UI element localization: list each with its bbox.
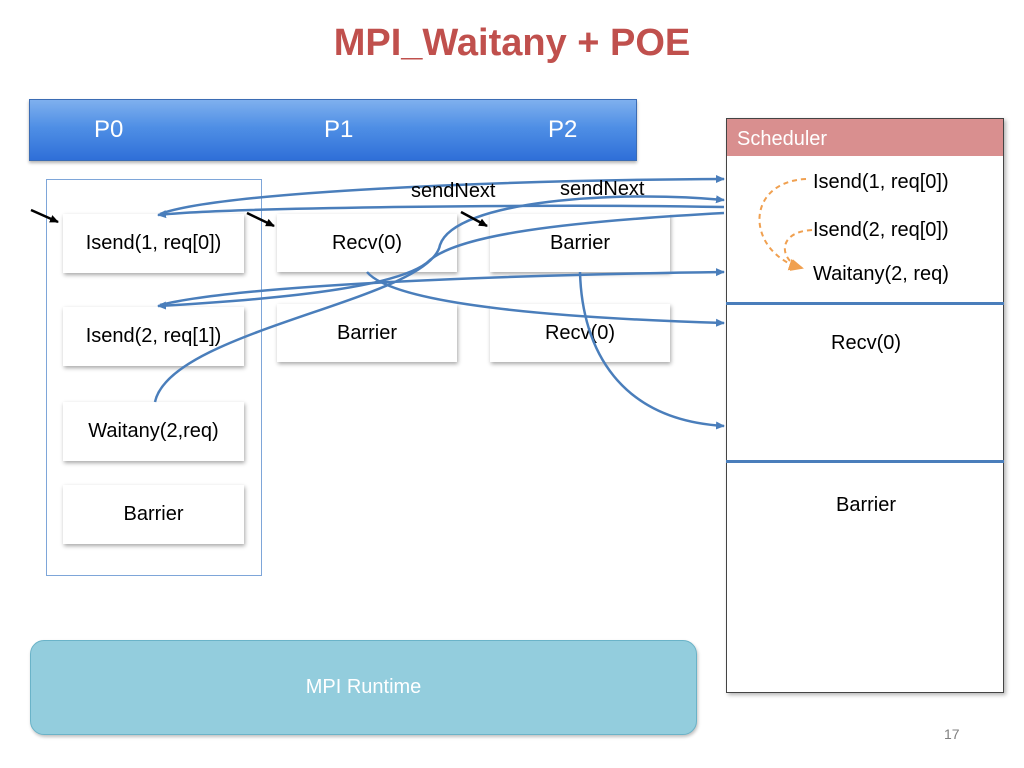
sched-isend-2: Isend(2, req[0])	[813, 219, 949, 241]
sched-barrier: Barrier	[836, 494, 897, 516]
slide-title: MPI_Waitany + POE	[333, 22, 691, 64]
pointer-arrow-p1	[246, 211, 275, 228]
pointer-arrow-p0	[30, 208, 59, 224]
arrow-p2barrier-to-scheduler	[578, 271, 725, 430]
process-bar: P0 P1 P2	[29, 99, 637, 161]
p0-op-isend-1: Isend(1, req[0])	[63, 214, 244, 273]
arrow-waitany-to-scheduler	[153, 195, 725, 403]
orange-arrow-inner	[783, 229, 813, 271]
send-next-label-1: sendNext	[411, 180, 496, 202]
process-label-p2: P2	[548, 116, 578, 143]
scheduler-divider	[726, 302, 1004, 305]
mpi-runtime-box: MPI Runtime	[30, 640, 697, 735]
scheduler-divider	[726, 460, 1004, 463]
process-label-p1: P1	[324, 116, 354, 143]
pointer-arrow-p2	[460, 210, 488, 228]
slide-number: 17	[944, 726, 960, 742]
sched-isend-1: Isend(1, req[0])	[813, 171, 949, 193]
arrow-isend2-to-scheduler	[159, 268, 725, 307]
p0-op-waitany: Waitany(2,req)	[63, 402, 244, 461]
arrow-scheduler-to-isend1	[157, 204, 725, 219]
p2-op-recv: Recv(0)	[490, 304, 670, 362]
send-next-label-2: sendNext	[560, 178, 645, 200]
p0-op-barrier: Barrier	[63, 485, 244, 544]
arrow-p1recv-to-scheduler	[366, 271, 725, 327]
sched-waitany: Waitany(2, req)	[813, 263, 949, 285]
orange-arrow-outer	[758, 178, 807, 271]
p0-op-isend-2: Isend(2, req[1])	[63, 307, 244, 366]
sched-recv: Recv(0)	[831, 332, 902, 354]
scheduler-header: Scheduler	[727, 119, 1003, 156]
arrow-isend1-to-scheduler	[159, 175, 725, 216]
process-label-p0: P0	[94, 116, 124, 143]
p1-op-barrier: Barrier	[277, 304, 457, 362]
scheduler-panel: Scheduler Isend(1, req[0]) Isend(2, req[…	[726, 118, 1004, 693]
